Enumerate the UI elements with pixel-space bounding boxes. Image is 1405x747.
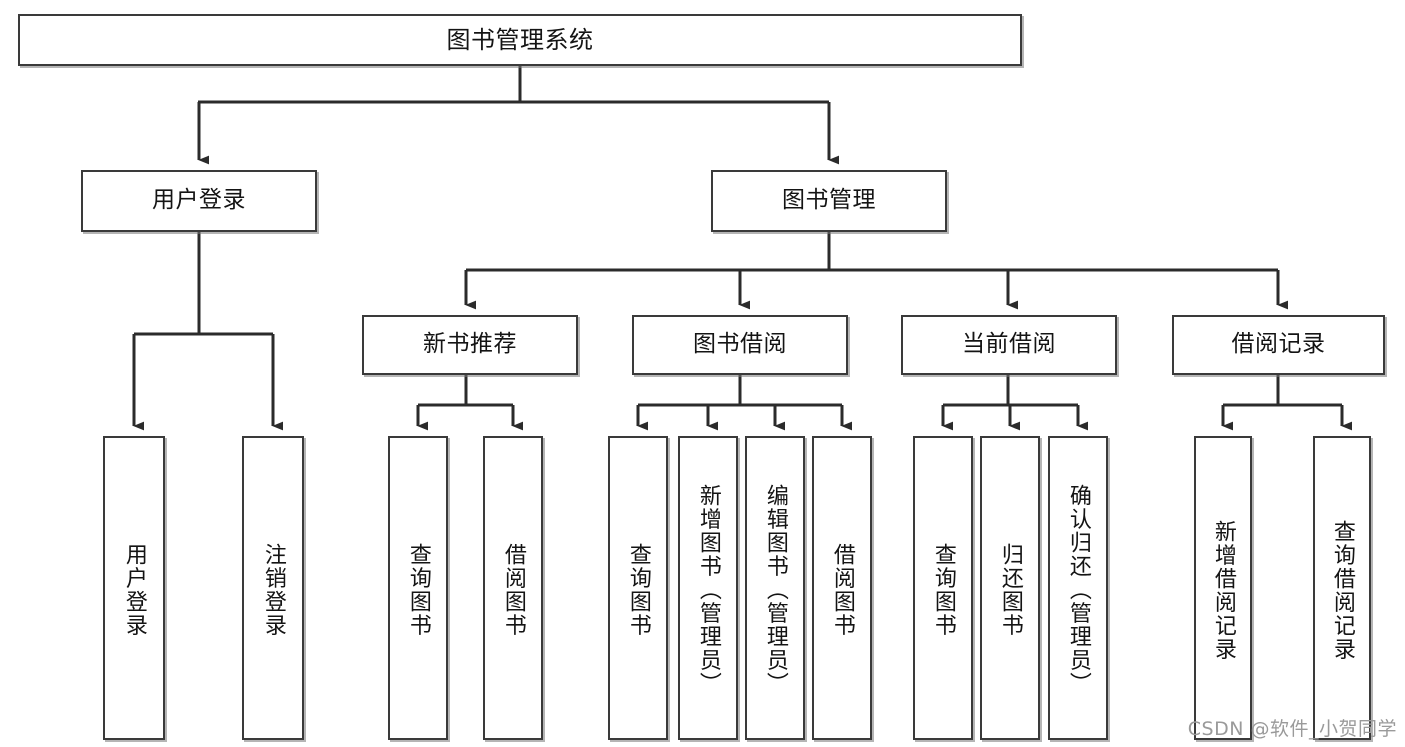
node-label: 当前借阅 (962, 331, 1056, 358)
leaf-edit-book-admin[interactable]: 编辑图书（管理员） (745, 436, 805, 740)
node-label: 图书管理系统 (446, 25, 594, 54)
node-label: 借阅图书 (829, 543, 855, 637)
node-label: 图书管理 (782, 187, 876, 214)
node-label: 注销登录 (260, 543, 286, 637)
watermark: CSDN @软件_小贺同学 (1187, 718, 1397, 740)
leaf-query-books-new[interactable]: 查询图书 (388, 436, 448, 740)
leaf-add-borrow-record[interactable]: 新增借阅记录 (1194, 436, 1252, 740)
leaf-query-books-borrow[interactable]: 查询图书 (608, 436, 668, 740)
leaf-return-books[interactable]: 归还图书 (980, 436, 1040, 740)
leaf-user-login[interactable]: 用户登录 (103, 436, 165, 740)
node-label: 确认归还（管理员） (1065, 484, 1091, 696)
node-label: 图书借阅 (693, 331, 787, 358)
leaf-add-book-admin[interactable]: 新增图书（管理员） (678, 436, 738, 740)
node-user-login[interactable]: 用户登录 (81, 170, 317, 232)
node-label: 查询借阅记录 (1329, 519, 1355, 661)
node-borrow-records[interactable]: 借阅记录 (1172, 315, 1385, 375)
leaf-query-books-current[interactable]: 查询图书 (913, 436, 973, 740)
node-label: 新书推荐 (423, 331, 517, 358)
node-root-book-management-system[interactable]: 图书管理系统 (18, 14, 1022, 66)
node-new-book-recommendation[interactable]: 新书推荐 (362, 315, 578, 375)
node-label: 用户登录 (121, 543, 147, 637)
node-label: 查询图书 (625, 543, 651, 637)
leaf-logout[interactable]: 注销登录 (242, 436, 304, 740)
leaf-borrow-books[interactable]: 借阅图书 (812, 436, 872, 740)
node-label: 借阅图书 (500, 543, 526, 637)
node-label: 查询图书 (930, 543, 956, 637)
node-label: 编辑图书（管理员） (762, 484, 788, 696)
node-label: 借阅记录 (1231, 331, 1326, 358)
node-label: 归还图书 (997, 543, 1023, 637)
node-label: 新增借阅记录 (1210, 519, 1236, 661)
node-book-borrowing[interactable]: 图书借阅 (632, 315, 848, 375)
node-current-borrowing[interactable]: 当前借阅 (901, 315, 1117, 375)
node-label: 用户登录 (152, 187, 246, 214)
node-label: 查询图书 (405, 543, 431, 637)
node-label: 新增图书（管理员） (695, 484, 721, 696)
leaf-confirm-return-admin[interactable]: 确认归还（管理员） (1048, 436, 1108, 740)
leaf-query-borrow-record[interactable]: 查询借阅记录 (1313, 436, 1371, 740)
leaf-borrow-books-new[interactable]: 借阅图书 (483, 436, 543, 740)
node-book-management[interactable]: 图书管理 (711, 170, 947, 232)
